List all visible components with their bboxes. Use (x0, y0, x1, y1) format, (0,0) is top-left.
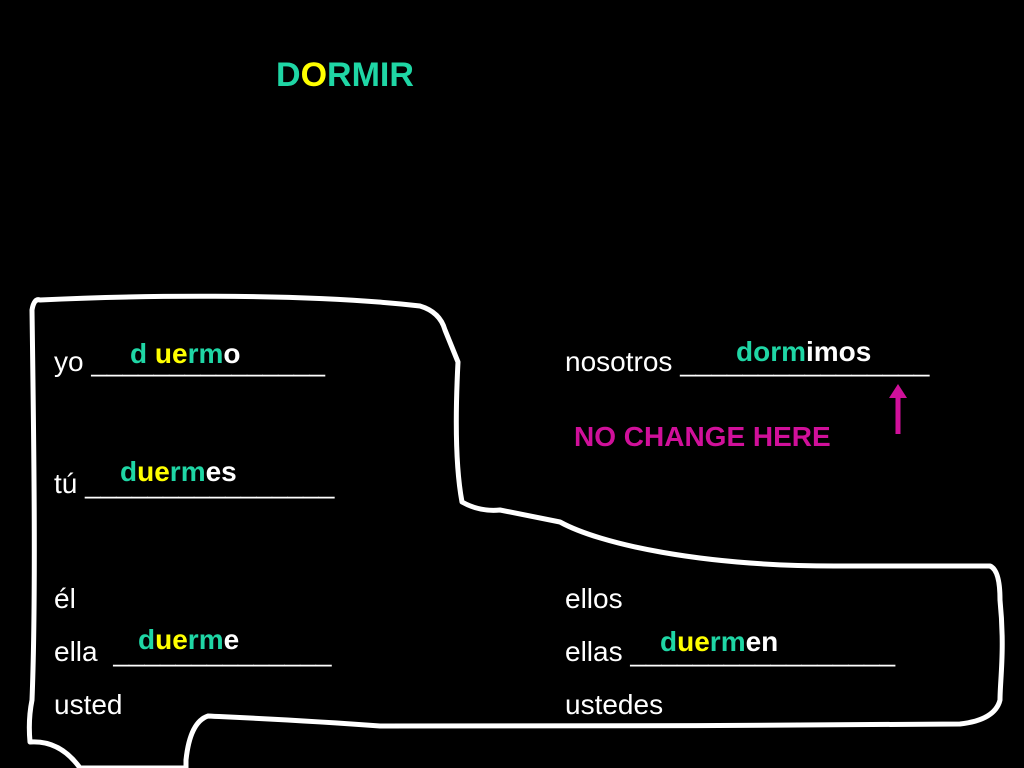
answer-ending: imos (806, 336, 872, 367)
answer-ending: o (223, 338, 241, 369)
answer-stem-end: rm (187, 624, 224, 655)
row-yo: yo _______________ (54, 348, 325, 376)
answer-yo: d uermo (130, 340, 240, 368)
pronoun-label: ellas (565, 636, 623, 667)
answer-ending: en (745, 626, 779, 657)
page-title: DORMIR (276, 58, 414, 92)
blank-line: ______________ (113, 636, 332, 667)
row-ella: ella ______________ (54, 638, 331, 666)
no-change-note: NO CHANGE HERE (574, 421, 831, 452)
title-stem-start: D (276, 56, 301, 94)
blank-line: _______________ (91, 346, 325, 377)
pronoun-label: ustedes (565, 689, 664, 720)
row-el: él (54, 585, 76, 613)
answer-vowel-change: ue (154, 338, 188, 369)
pronoun-label: yo (54, 346, 84, 377)
answer-stem-start: d (120, 456, 138, 487)
answer-vowel-change: ue (137, 456, 170, 487)
answer-vowel-change: ue (155, 624, 188, 655)
pronoun-label: ellos (565, 583, 623, 614)
blank-line: ________________ (85, 468, 335, 499)
answer-nosotros: dormimos (736, 338, 871, 366)
answer-stem-start: d (660, 626, 678, 657)
answer-stem-end: rm (709, 626, 746, 657)
pronoun-label: tú (54, 468, 78, 499)
title-stem-end: RMIR (327, 56, 414, 94)
answer-vowel-change: ue (677, 626, 710, 657)
answer-tu: duermes (120, 458, 237, 486)
row-ustedes: ustedes (565, 691, 663, 719)
up-arrow-icon (889, 384, 907, 434)
answer-ending: es (205, 456, 237, 487)
row-usted: usted (54, 691, 123, 719)
blank-line: ________________ (680, 346, 930, 377)
pronoun-label: ella (54, 636, 98, 667)
blank-line: _________________ (630, 636, 896, 667)
pronoun-label: él (54, 583, 76, 614)
answer-stem-end: rm (187, 338, 224, 369)
row-tu: tú ________________ (54, 470, 334, 498)
pronoun-label: usted (54, 689, 123, 720)
answer-ella: duerme (138, 626, 239, 654)
answer-stem: dorm (736, 336, 806, 367)
answer-stem-end: rm (169, 456, 206, 487)
row-nosotros: nosotros ________________ (565, 348, 929, 376)
answer-stem-start: d (138, 624, 156, 655)
row-ellas: ellas _________________ (565, 638, 895, 666)
pronoun-label: nosotros (565, 346, 673, 377)
answer-ellas: duermen (660, 628, 778, 656)
title-stem-vowel: O (300, 56, 328, 94)
answer-stem-start: d (130, 338, 148, 369)
row-ellos: ellos (565, 585, 623, 613)
answer-ending: e (223, 624, 240, 655)
